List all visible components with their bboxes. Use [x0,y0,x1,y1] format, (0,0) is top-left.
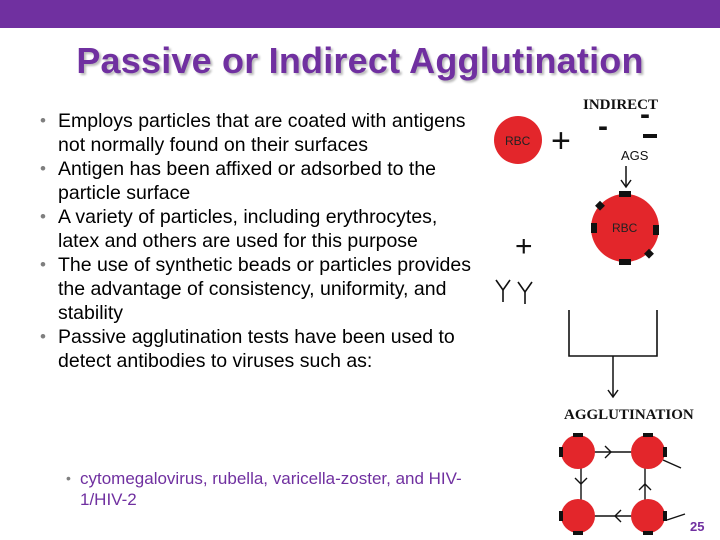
antibody-icon [517,281,533,304]
bullet-item: Employs particles that are coated with a… [40,109,480,157]
antigen-mark [619,191,631,197]
agglutinated-rbc [561,435,595,469]
antigen-mark [591,223,597,233]
antigen-mark [643,134,657,138]
antigen-mark [644,248,654,259]
bracket-line [568,310,658,357]
slide-title: Passive or Indirect Agglutination [76,40,644,81]
rbc-label: RBC [612,221,638,235]
agglutinated-rbc [561,499,595,533]
rbc-cell [494,116,542,164]
bullet-item: Antigen has been affixed or adsorbed to … [40,157,480,205]
plus-sign: + [515,230,533,263]
rbc-label: RBC [505,134,531,148]
diagram-label-ags: AGS [621,148,649,163]
arrow-head [607,389,619,399]
antibody-icon [495,279,511,302]
antigen-minus-1: - [598,110,608,143]
page-number: 25 [690,519,705,534]
antigen-minus-2: - [640,98,650,131]
bullet-list: Employs particles that are coated with a… [40,109,480,373]
sub-bullet-item: cytomegalovirus, rubella, varicella-zost… [66,468,486,510]
top-accent-bar [0,0,720,28]
diagram-label-indirect: INDIRECT [583,97,658,113]
bullet-item: Passive agglutination tests have been us… [40,325,480,373]
bullet-item: The use of synthetic beads or particles … [40,253,480,325]
bullet-item: A variety of particles, including erythr… [40,205,480,253]
antigen-mark [653,225,659,235]
agglutinated-rbc [631,435,665,469]
arrow-head [620,179,632,189]
plus-sign: + [551,122,571,160]
diagram-label-agglutination: AGGLUTINATION [564,407,694,423]
coated-rbc-cell [591,194,659,262]
antigen-mark [619,259,631,265]
sub-bullet-list: cytomegalovirus, rubella, varicella-zost… [66,468,486,510]
agglutination-diagram: INDIRECT RBC + - - AGS RBC + AGGLUTINATI… [494,97,694,535]
antigen-mark [595,200,605,211]
agglutinated-rbc [631,499,665,533]
agglutinated-cluster [559,433,686,535]
